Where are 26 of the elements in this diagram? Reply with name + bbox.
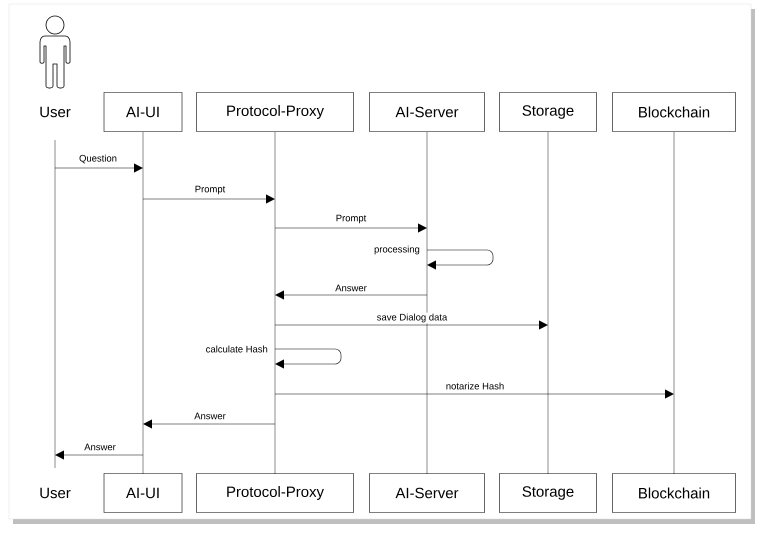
lifeline: [142, 132, 144, 474]
participant-box: AI-UI: [104, 92, 182, 132]
self-message-arrow: [274, 348, 342, 369]
participant-box: Blockchain: [612, 473, 736, 513]
participant-box: Protocol-Proxy: [196, 92, 354, 132]
actor-label: User: [40, 488, 71, 498]
participant-box: AI-UI: [104, 473, 182, 513]
participant-box: Storage: [499, 473, 597, 513]
edge-label: save Dialog data: [376, 312, 448, 324]
edge-label: Answer: [83, 442, 117, 452]
participant-box: AI-Server: [369, 473, 485, 513]
edge-label: Answer: [193, 412, 227, 420]
lifeline: [274, 132, 276, 474]
edge-label: Question: [78, 154, 118, 164]
edge-label: notarize Hash: [444, 382, 506, 390]
participant-box: Protocol-Proxy: [196, 473, 354, 513]
edge-label: processing: [373, 244, 421, 256]
edge-label: calculate Hash: [204, 344, 269, 354]
participant-box: Storage: [499, 92, 597, 132]
participant-box: AI-Server: [369, 92, 485, 132]
participant-box: Blockchain: [612, 92, 736, 132]
actor-label: User: [40, 106, 71, 118]
self-message-arrow: [426, 250, 494, 270]
edge-label: Answer: [334, 284, 368, 292]
lifeline: [426, 132, 428, 474]
lifeline: [54, 140, 56, 468]
